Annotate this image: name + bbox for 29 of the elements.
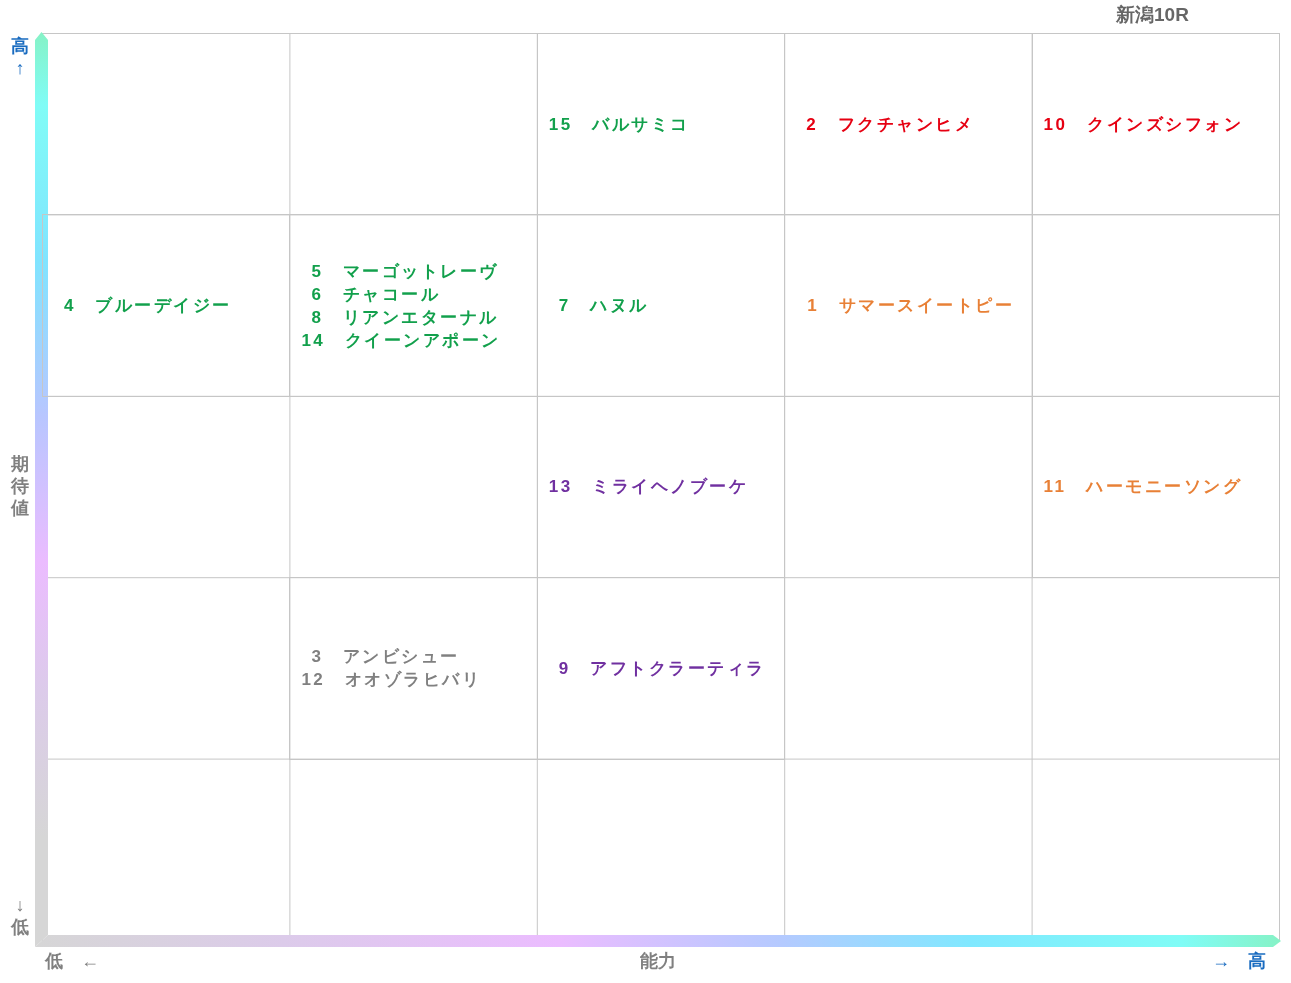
grid-cell [1031, 395, 1280, 579]
horse-entry: 1 サマースイートピー [807, 295, 1015, 318]
axis-label: 期待値 [10, 453, 30, 519]
horse-entry: 12 オオゾラヒバリ [301, 669, 482, 692]
grid-cell [784, 214, 1033, 397]
axis-label: 低 ← [45, 950, 99, 972]
horse-entry: 4 ブルーデイジー [64, 295, 232, 318]
chart-title: 新潟10R [1116, 3, 1189, 27]
horse-entry: 5 マーゴットレーヴ [311, 260, 499, 283]
grid-cell [536, 577, 786, 760]
axis-label: → 高 [1212, 950, 1266, 972]
horse-entry: 3 アンビシュー [311, 646, 460, 669]
grid-cell [289, 214, 538, 397]
horse-entry: 9 アフトクラーティラ [558, 657, 766, 680]
horse-entry: 13 ミライヘノブーケ [548, 476, 749, 499]
horse-entry: 6 チャコール [311, 283, 441, 306]
grid-cell [289, 577, 538, 760]
axis-label: ↓低 [10, 894, 30, 938]
grid-cell [42, 214, 291, 397]
horse-entry: 14 クイーンアポーン [301, 329, 501, 352]
grid-cell [536, 395, 786, 579]
horse-entry: 7 ハヌル [558, 295, 649, 318]
horse-entry: 2 フクチャンヒメ [806, 113, 975, 136]
horse-entry: 15 バルサミコ [548, 113, 690, 136]
horse-entry: 8 リアンエターナル [311, 306, 499, 329]
horse-entry: 10 クインズシフォン [1043, 113, 1243, 136]
horse-entry: 11 ハーモニーソング [1043, 476, 1243, 499]
axis-label: 高↑ [10, 35, 30, 79]
axis-label: 能力 [640, 950, 676, 972]
